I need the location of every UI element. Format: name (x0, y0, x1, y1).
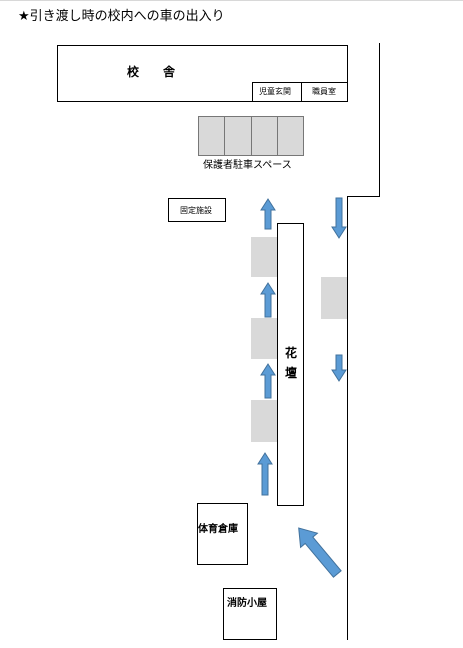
top-border (0, 0, 463, 1)
fixed-facility (168, 198, 226, 222)
flower-bed (277, 223, 304, 506)
arrow-up-1-icon (260, 198, 276, 230)
parking-divider (277, 116, 278, 156)
gym-storage (197, 503, 248, 565)
parking-divider (224, 116, 225, 156)
arrow-diagonal-entry-icon (298, 527, 342, 578)
arrow-down-1-icon (331, 197, 347, 239)
arrow-up-4-icon (257, 452, 273, 496)
road-edge-upper (379, 43, 380, 196)
arrow-down-2-icon (331, 354, 347, 382)
student-entrance-label: 児童玄関 (259, 87, 291, 96)
school-building-label: 校 舎 (127, 65, 176, 79)
page-title: ★引き渡し時の校内への車の出入り (18, 9, 225, 24)
road-corner (347, 196, 380, 197)
waiting-spot (251, 400, 277, 442)
gym-storage-label: 体育倉庫 (198, 524, 238, 535)
parking-divider (251, 116, 252, 156)
fire-hut-label: 消防小屋 (227, 598, 267, 609)
waiting-spot (251, 318, 277, 359)
road-edge-lower (347, 196, 348, 640)
fixed-facility-label: 固定施設 (180, 206, 212, 215)
arrow-up-2-icon (260, 282, 276, 318)
parent-parking-label: 保護者駐車スペース (203, 160, 292, 171)
flower-bed-label-1: 花 (285, 346, 298, 360)
waiting-spot (251, 237, 277, 277)
flower-bed-label-2: 壇 (285, 366, 298, 380)
arrow-up-3-icon (260, 363, 276, 399)
staff-room-label: 職員室 (312, 87, 336, 96)
waiting-spot (321, 277, 347, 319)
fire-hut (223, 588, 277, 640)
staff-room (301, 82, 348, 102)
